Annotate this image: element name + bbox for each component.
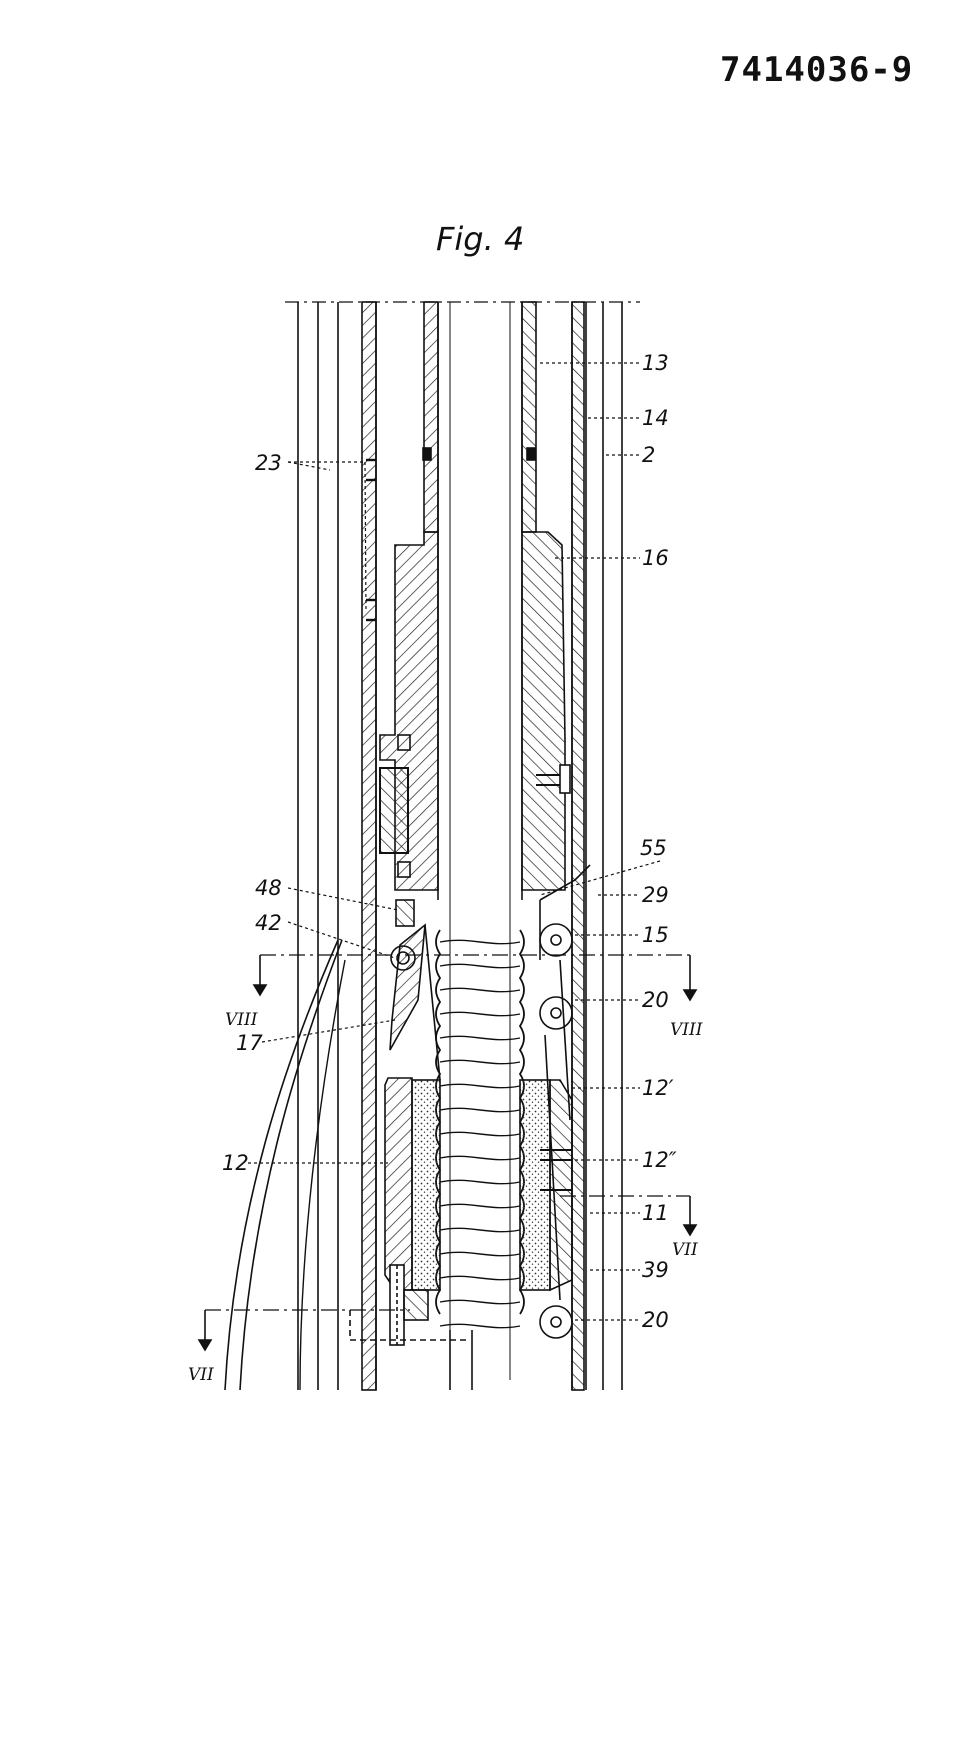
label-42: 42 xyxy=(255,911,282,935)
label-14: 14 xyxy=(642,406,669,430)
label-39: 39 xyxy=(642,1258,669,1282)
label-48: 48 xyxy=(255,876,282,900)
label-12-prime: 12′ xyxy=(642,1076,674,1100)
label-12: 12 xyxy=(222,1151,249,1175)
label-16: 16 xyxy=(642,546,669,570)
label-11: 11 xyxy=(642,1201,669,1225)
section-viii-left: VIII xyxy=(225,1010,258,1030)
label-12-double-prime: 12″ xyxy=(642,1148,677,1172)
document-number: 7414036-9 xyxy=(720,50,914,90)
label-13: 13 xyxy=(642,351,669,375)
label-20-lower: 20 xyxy=(642,1308,669,1332)
label-23: 23 xyxy=(255,451,282,475)
label-2: 2 xyxy=(642,443,655,467)
label-29: 29 xyxy=(642,883,669,907)
figure-title: Fig. 4 xyxy=(436,220,525,258)
section-viii-right: VIII xyxy=(670,1020,703,1040)
label-20-upper: 20 xyxy=(642,988,669,1012)
leader-lines xyxy=(248,362,661,1321)
label-55: 55 xyxy=(640,836,667,860)
section-vii-right: VII xyxy=(672,1240,698,1260)
section-vii-left: VII xyxy=(188,1365,214,1385)
label-15: 15 xyxy=(642,923,669,947)
drawing-geometry xyxy=(197,301,698,1391)
label-17: 17 xyxy=(236,1031,263,1055)
